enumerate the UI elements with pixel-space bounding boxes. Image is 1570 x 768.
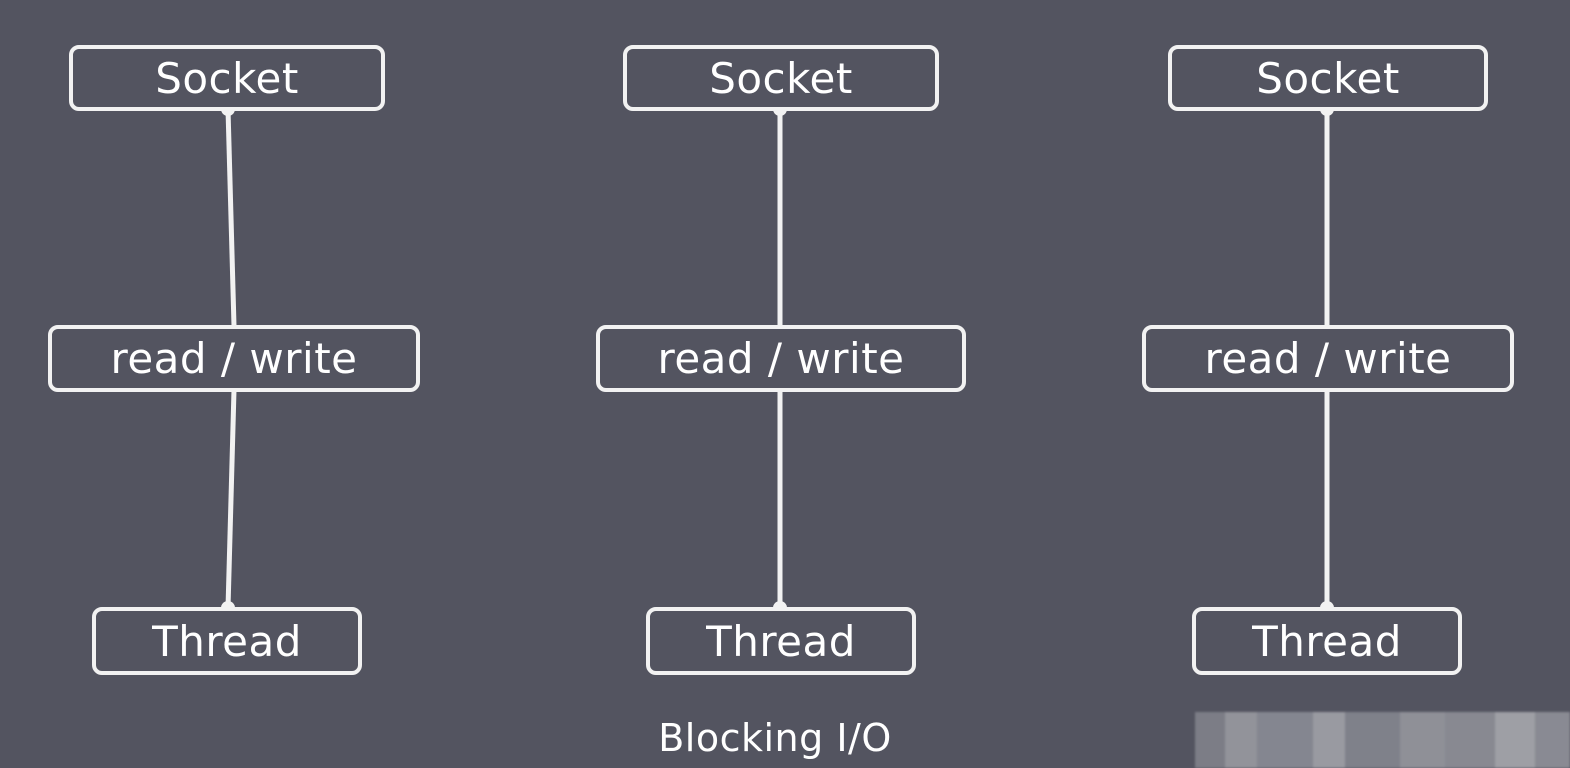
thread-node-3: Thread <box>1192 607 1462 675</box>
socket-node-2: Socket <box>623 45 939 111</box>
pixelated-watermark <box>1195 712 1570 768</box>
thread-node-2: Thread <box>646 607 916 675</box>
read-write-node-3: read / write <box>1142 325 1514 392</box>
connector-io-to-thread-1 <box>225 389 237 609</box>
read-write-node-1: read / write <box>48 325 420 392</box>
connector-socket-to-io-1 <box>225 108 237 327</box>
diagram-caption: Blocking I/O <box>658 716 892 760</box>
socket-node-3: Socket <box>1168 45 1488 111</box>
socket-node-1: Socket <box>69 45 385 111</box>
read-write-node-2: read / write <box>596 325 966 392</box>
thread-node-1: Thread <box>92 607 362 675</box>
